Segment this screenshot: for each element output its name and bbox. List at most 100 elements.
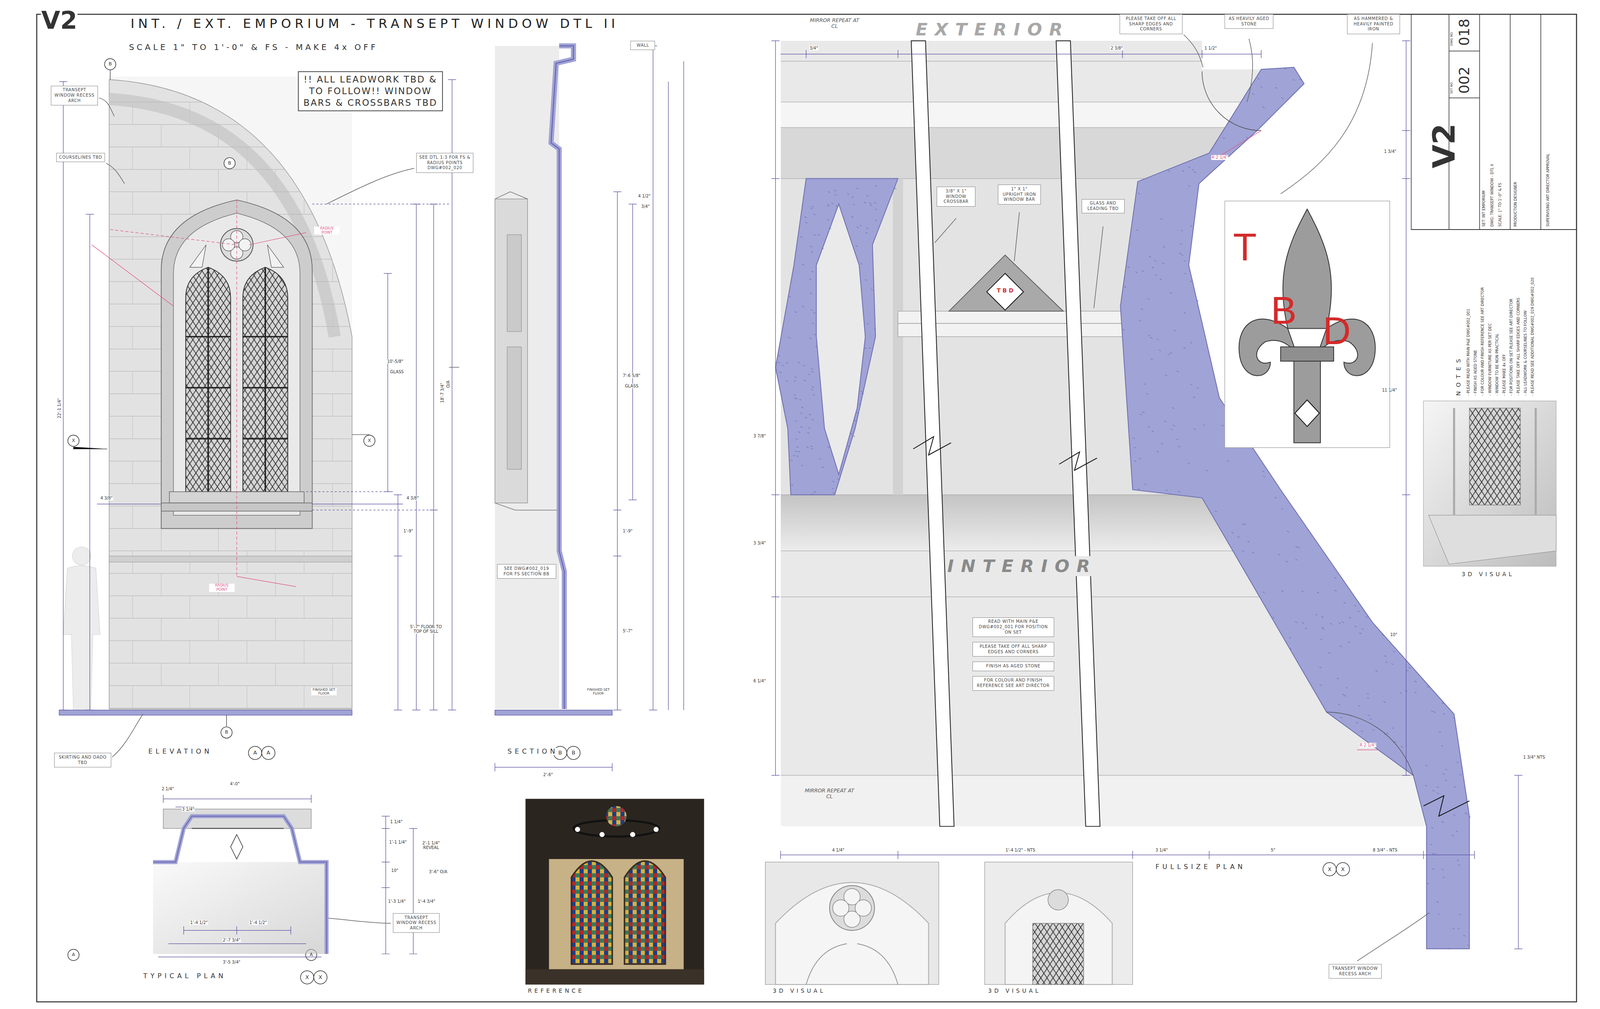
course-joint [332,663,333,686]
course-joint [160,663,162,686]
note-text: SKIRTING AND DADO TBD [56,755,109,766]
dimension-label: 1'-9" [622,528,633,534]
section-drawing [507,234,522,332]
stipple-mark [811,371,814,373]
section-markers [67,949,80,961]
stipple-mark [860,391,863,393]
floor-line [59,710,353,715]
stipple-mark [858,403,861,405]
stipple-mark [1187,463,1190,465]
course-line [109,191,353,193]
note-box: COURSELINES TBD [56,152,106,163]
marker-letter: A [266,750,271,757]
stipple-mark [1190,280,1193,282]
stipple-mark [1436,901,1439,903]
stipple-mark [1263,476,1266,478]
stipple-mark [1285,561,1288,563]
rotated-label: - WINDOW TO BE NON PRACTICAL [1495,333,1500,397]
stipple-mark [1148,335,1151,336]
stipple-mark [1432,790,1435,792]
dimension-label: 3'-5 3/4" [222,960,241,965]
dimension-label: 3/4" [640,204,650,209]
stipple-mark [792,455,795,456]
stipple-mark [1151,267,1154,268]
course-joint [217,618,219,641]
course-joint [332,304,333,327]
stipple-mark [812,394,815,396]
stipple-mark [1425,785,1428,787]
leader-lines [1280,42,1373,194]
section-markers [261,746,275,760]
course-joint [132,685,133,709]
stipple-mark [1434,853,1437,855]
stipple-mark [1137,488,1140,490]
stipple-mark [1158,350,1161,351]
dimension-label: 3/4" [809,45,819,51]
stipple-mark [810,245,813,247]
course-joint [217,528,219,552]
note-box: GLASS AND LEADING TBD [1081,199,1125,214]
marker-letter: B [108,61,113,68]
stipple-mark [813,214,816,215]
stipple-mark [1354,625,1357,627]
course-joint [132,236,133,260]
course-joint [332,124,333,148]
marker-letter: B [227,160,232,167]
stipple-mark [1202,424,1205,426]
stipple-mark [811,419,814,420]
stipple-mark [852,204,855,205]
stipple-mark [1287,531,1290,533]
window-bars [1056,40,1100,827]
course-joint [132,102,133,125]
stipple-mark [1414,681,1417,683]
stipple-mark [805,417,808,418]
dimension-label: 4 3/8" [406,495,420,501]
leader-lines [449,367,460,368]
course-line [109,640,353,641]
person-silhouette [63,547,100,711]
visual-3d [1469,408,1521,506]
rotated-label: - ALL LEADWORK & COURSELINES TO FOLLOW [1523,310,1528,396]
stipple-mark [1426,883,1429,885]
dimension-label: 3 1/4" [181,807,195,812]
stipple-mark [1341,621,1344,623]
course-line [109,707,353,709]
stipple-mark [1127,266,1130,268]
course-joint [160,214,162,237]
stipple-mark [1340,717,1343,718]
stipple-mark [1272,617,1275,618]
stipple-mark [1159,278,1162,280]
section-drawing [495,191,560,510]
stipple-mark [811,270,814,272]
stipple-mark [1431,827,1434,829]
marker-letter: X [367,438,372,444]
rotated-label: - PLEASE READ WITH MAIN P&E DWG#002_001 [1466,308,1471,396]
section-dimensions [495,763,613,772]
stipple-mark [810,445,813,447]
dimension-label: 1 3/4" [1383,149,1398,154]
course-joint [217,169,219,193]
section-markers [1336,862,1350,877]
course-joint [332,483,333,507]
sheet-title: INT. / EXT. EMPORIUM - TRANSEPT WINDOW D… [130,16,619,31]
stipple-mark [829,227,832,229]
elevation-wall [109,76,353,710]
reference-photo [630,832,635,838]
dimension-label: FINISHED SET FLOOR [585,687,612,696]
course-joint [275,169,276,193]
stipple-mark [1154,260,1157,262]
course-joint [332,393,333,417]
stipple-mark [1305,627,1308,629]
rotated-label: N O T E S [1455,357,1463,396]
stipple-mark [1365,616,1368,618]
stipple-mark [1146,393,1149,395]
course-joint [160,124,162,148]
stipple-mark [1170,429,1173,430]
stipple-mark [837,479,840,480]
dimension-label: 1 3/4" NTS [1522,755,1546,760]
note-box: TRANSEPT WINDOW RECESS ARCH [392,913,440,934]
stipple-mark [1274,497,1277,498]
sheet-border [36,14,1577,1003]
stipple-mark [1167,353,1170,355]
marker-letter: X [318,974,323,981]
